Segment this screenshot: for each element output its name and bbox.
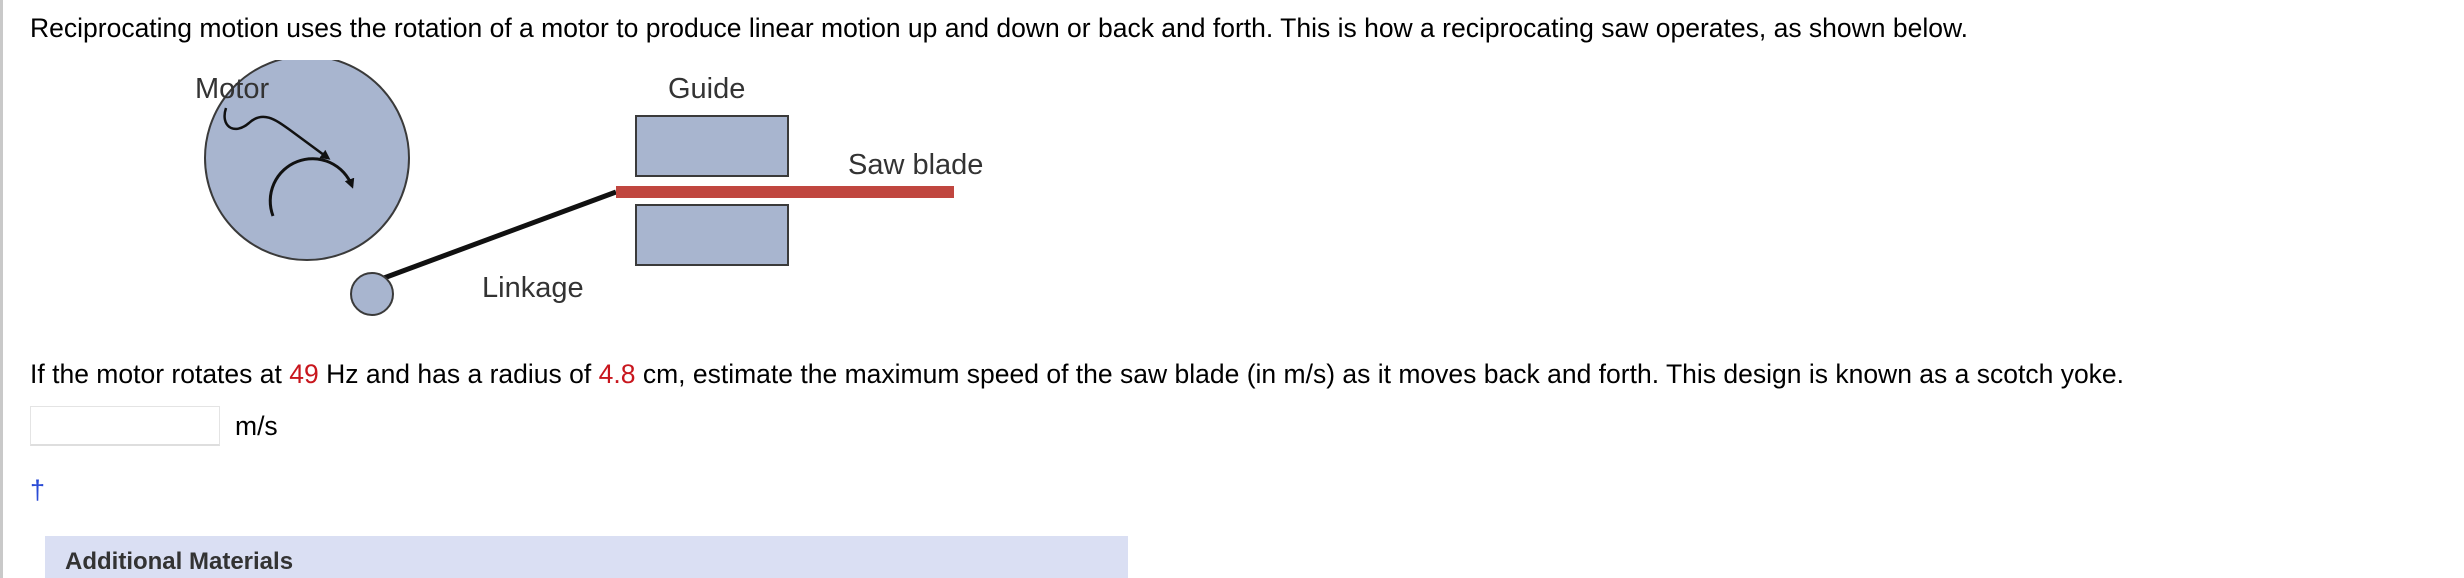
left-border	[0, 0, 3, 578]
additional-materials-panel[interactable]: Additional Materials	[45, 536, 1128, 578]
guide-bottom	[635, 204, 789, 266]
linkage-rod	[372, 189, 617, 285]
reciprocating-saw-diagram: Motor Guide Saw blade Linkage	[150, 55, 1030, 330]
frequency-value: 49	[289, 359, 319, 389]
dagger-link[interactable]: †	[30, 475, 46, 505]
problem-question: If the motor rotates at 49 Hz and has a …	[30, 354, 2124, 394]
answer-units: m/s	[235, 410, 278, 441]
linkage-label: Linkage	[482, 272, 584, 304]
question-text-3: cm, estimate the maximum speed of the sa…	[635, 359, 2125, 389]
additional-materials-label: Additional Materials	[65, 548, 294, 575]
guide-top	[635, 115, 789, 177]
rotation-arrow-icon	[268, 157, 355, 217]
problem-intro: Reciprocating motion uses the rotation o…	[30, 13, 1969, 43]
answer-input[interactable]	[30, 406, 220, 446]
saw-blade	[616, 186, 954, 198]
question-text-1: If the motor rotates at	[30, 359, 290, 389]
guide-label: Guide	[668, 73, 745, 105]
crank-pin	[350, 272, 394, 316]
motor-label: Motor	[195, 73, 269, 105]
question-text-2: Hz and has a radius of	[318, 359, 599, 389]
answer-row: m/s	[30, 404, 278, 448]
motor-pointer-arrow-icon	[223, 107, 331, 160]
radius-value: 4.8	[598, 359, 636, 389]
saw-blade-label: Saw blade	[848, 149, 983, 181]
